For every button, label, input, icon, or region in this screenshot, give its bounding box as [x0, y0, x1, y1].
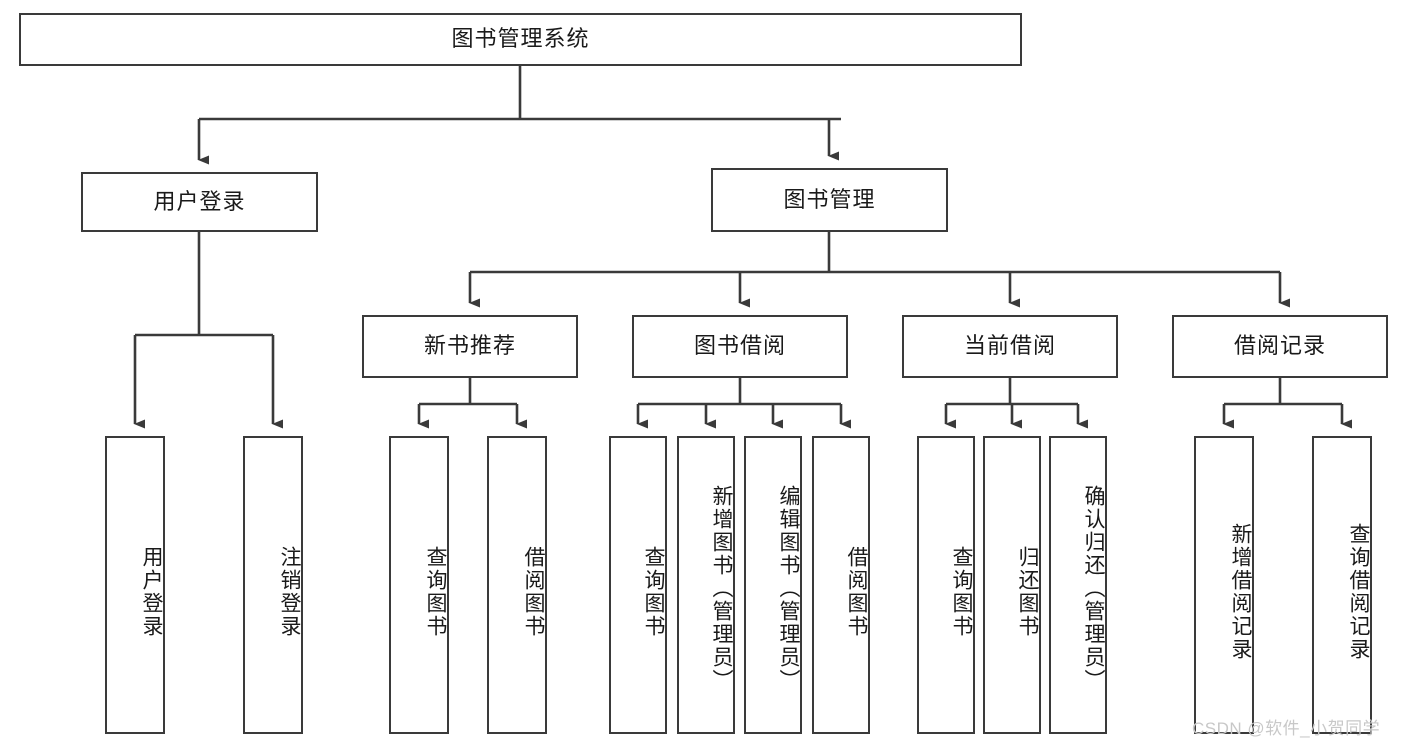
node-current-borrow[interactable]: 当前借阅	[902, 315, 1118, 378]
node-leaf-user-login-label: 用户登录	[140, 546, 163, 638]
node-leaf-user-logout-label: 注销登录	[278, 546, 301, 638]
node-book-management[interactable]: 图书管理	[711, 168, 948, 232]
node-leaf-query-record[interactable]: 查询借阅记录	[1312, 436, 1372, 734]
node-leaf-add-book[interactable]: 新增图书（管理员）	[677, 436, 735, 734]
node-new-book-recommend[interactable]: 新书推荐	[362, 315, 578, 378]
node-leaf-query-book-1-label: 查询图书	[424, 546, 447, 638]
node-user-login-label: 用户登录	[153, 188, 246, 214]
node-user-login[interactable]: 用户登录	[81, 172, 318, 232]
node-root[interactable]: 图书管理系统	[19, 13, 1022, 66]
node-leaf-query-book-2[interactable]: 查询图书	[609, 436, 667, 734]
node-leaf-query-book-3[interactable]: 查询图书	[917, 436, 975, 734]
node-leaf-user-login[interactable]: 用户登录	[105, 436, 165, 734]
node-leaf-edit-book[interactable]: 编辑图书（管理员）	[744, 436, 802, 734]
node-leaf-return-book[interactable]: 归还图书	[983, 436, 1041, 734]
node-leaf-edit-book-label: 编辑图书（管理员）	[777, 484, 800, 692]
node-leaf-add-record-label: 新增借阅记录	[1229, 523, 1252, 661]
node-leaf-confirm-return-label: 确认归还（管理员）	[1082, 484, 1105, 692]
node-leaf-borrow-book-2-label: 借阅图书	[845, 546, 868, 638]
node-leaf-borrow-book-1-label: 借阅图书	[522, 546, 545, 638]
node-leaf-user-logout[interactable]: 注销登录	[243, 436, 303, 734]
node-borrow-record-label: 借阅记录	[1233, 333, 1326, 359]
node-leaf-query-book-3-label: 查询图书	[950, 546, 973, 638]
node-book-borrow-label: 图书借阅	[693, 333, 786, 359]
node-new-book-recommend-label: 新书推荐	[423, 333, 516, 359]
node-root-label: 图书管理系统	[451, 26, 590, 52]
node-book-management-label: 图书管理	[783, 186, 876, 212]
node-leaf-borrow-book-2[interactable]: 借阅图书	[812, 436, 870, 734]
node-leaf-return-book-label: 归还图书	[1016, 546, 1039, 638]
node-book-borrow[interactable]: 图书借阅	[632, 315, 848, 378]
node-leaf-add-book-label: 新增图书（管理员）	[710, 484, 733, 692]
node-leaf-query-book-2-label: 查询图书	[642, 546, 665, 638]
node-borrow-record[interactable]: 借阅记录	[1172, 315, 1388, 378]
watermark-text: CSDN @软件_小贺同学	[1192, 719, 1381, 738]
node-leaf-query-record-label: 查询借阅记录	[1347, 523, 1370, 661]
node-leaf-add-record[interactable]: 新增借阅记录	[1194, 436, 1254, 734]
node-current-borrow-label: 当前借阅	[963, 333, 1056, 359]
node-leaf-query-book-1[interactable]: 查询图书	[389, 436, 449, 734]
node-leaf-borrow-book-1[interactable]: 借阅图书	[487, 436, 547, 734]
node-leaf-confirm-return[interactable]: 确认归还（管理员）	[1049, 436, 1107, 734]
